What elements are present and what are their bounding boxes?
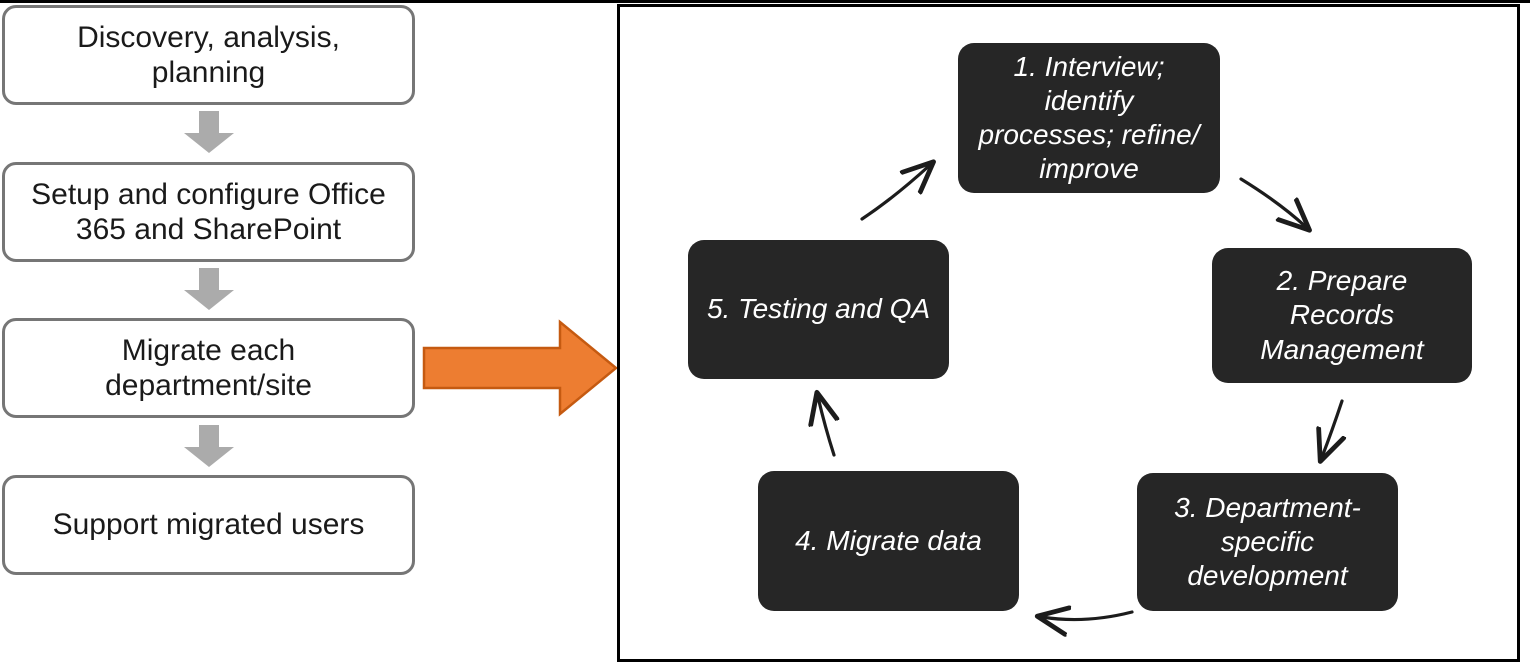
cycle-panel: 1. Interview; identify processes; refine… (617, 4, 1520, 662)
top-border-rule (0, 0, 1530, 3)
cycle-step-label: 1. Interview; identify processes; refine… (978, 50, 1200, 185)
cycle-step-label: 2. Prepare Records Management (1260, 265, 1424, 365)
curved-arrow-2-to-3 (1322, 399, 1342, 457)
down-arrow-3 (184, 425, 234, 467)
cycle-step-3-department-development[interactable]: 3. Department- specific development (1137, 473, 1398, 611)
flow-step-label: Migrate each department/site (105, 333, 312, 402)
curved-arrow-3-to-4 (1042, 612, 1134, 620)
down-arrow-1 (184, 111, 234, 153)
flow-step-support-users[interactable]: Support migrated users (2, 475, 415, 575)
curved-arrow-1-to-2 (1239, 177, 1306, 227)
flow-step-discovery[interactable]: Discovery, analysis, planning (2, 5, 415, 105)
cycle-step-5-testing-qa[interactable]: 5. Testing and QA (688, 240, 949, 379)
orange-right-arrow-icon (420, 318, 620, 418)
flow-step-label: Setup and configure Office 365 and Share… (31, 177, 386, 246)
cycle-step-4-migrate-data[interactable]: 4. Migrate data (758, 471, 1019, 611)
flow-step-label: Support migrated users (52, 508, 365, 542)
cycle-step-2-records-management[interactable]: 2. Prepare Records Management (1212, 248, 1472, 383)
flow-step-setup-office365[interactable]: Setup and configure Office 365 and Share… (2, 162, 415, 262)
flow-step-label: Discovery, analysis, planning (77, 20, 340, 89)
curved-arrow-4-to-5 (818, 397, 834, 457)
flow-step-migrate-department[interactable]: Migrate each department/site (2, 318, 415, 418)
cycle-step-label: 5. Testing and QA (706, 293, 931, 325)
cycle-step-label: 4. Migrate data (795, 524, 982, 556)
cycle-step-label: 3. Department- specific development (1174, 491, 1361, 592)
cycle-step-1-interview[interactable]: 1. Interview; identify processes; refine… (958, 43, 1220, 193)
down-arrow-2 (184, 268, 234, 310)
curved-arrow-5-to-1 (860, 165, 930, 221)
